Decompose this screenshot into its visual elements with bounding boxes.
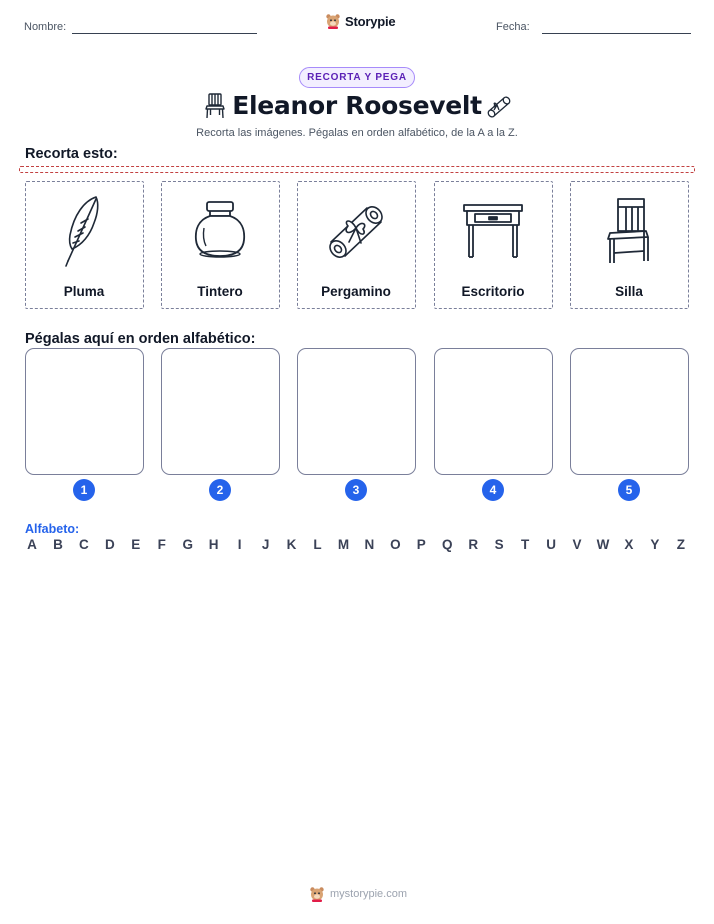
paste-section-label: Pégalas aquí en orden alfabético: (25, 331, 256, 347)
alphabet-letter: P (416, 537, 426, 552)
slot-number-badge: 1 (73, 479, 95, 501)
paste-slot-3[interactable] (297, 348, 416, 475)
alphabet-letter: X (624, 537, 634, 552)
desk-icon (463, 204, 523, 258)
alphabet-letter: H (208, 537, 219, 552)
alphabet-letter: E (131, 537, 141, 552)
alphabet-letter: T (520, 537, 530, 552)
alphabet-letter: N (364, 537, 375, 552)
alphabet-row: A B C D E F G H I J K L M N O P Q R S T … (25, 537, 688, 552)
alphabet-letter: B (53, 537, 63, 552)
card-label: Tintero (197, 284, 243, 299)
alphabet-letter: A (27, 537, 37, 552)
footer: mystorypie.com (309, 886, 407, 902)
chair-icon (607, 198, 649, 263)
alphabet-letter: J (261, 537, 270, 552)
paste-slot-1[interactable] (25, 348, 144, 475)
alphabet-letter: Y (650, 537, 660, 552)
page-title: Eleanor Roosevelt (232, 91, 482, 120)
bear-mascot-icon (310, 887, 324, 902)
alphabet-letter: Z (676, 537, 685, 552)
alphabet-letter: L (313, 537, 322, 552)
cutout-card-escritorio[interactable]: Escritorio (434, 181, 553, 309)
name-line[interactable] (72, 33, 257, 34)
alphabet-letter: C (79, 537, 89, 552)
footer-url[interactable]: mystorypie.com (330, 888, 408, 900)
card-label: Pluma (63, 284, 105, 299)
scroll-icon (329, 206, 383, 258)
alphabet-letter: R (468, 537, 479, 552)
slot-number-badge: 2 (209, 479, 231, 501)
bear-mascot-icon (326, 14, 340, 29)
brand-name: Storypie (345, 13, 396, 29)
card-label: Pergamino (321, 284, 391, 299)
alphabet-letter: W (596, 537, 610, 552)
alphabet-letter: U (546, 537, 556, 552)
name-label: Nombre: (24, 21, 67, 33)
slot-number-badge: 4 (482, 479, 504, 501)
alphabet-label: Alfabeto: (25, 522, 80, 536)
cut-section-label: Recorta esto: (25, 146, 118, 162)
cutout-card-pergamino[interactable]: Pergamino (297, 181, 416, 309)
alphabet-letter: O (390, 537, 401, 552)
alphabet-letter: Q (441, 537, 453, 552)
date-line[interactable] (542, 33, 691, 34)
alphabet-letter: K (286, 537, 297, 552)
paste-slot-5[interactable] (570, 348, 689, 475)
card-label: Silla (615, 284, 643, 299)
paste-slot-4[interactable] (434, 348, 553, 475)
alphabet-letter: I (237, 537, 242, 552)
alphabet-letter: M (337, 537, 350, 552)
slot-number-badge: 3 (345, 479, 367, 501)
alphabet-letter: F (157, 537, 166, 552)
chair-icon (205, 93, 225, 119)
alphabet-letter: S (494, 537, 504, 552)
paste-slot-2[interactable] (161, 348, 280, 475)
inkwell-icon (194, 201, 246, 258)
scroll-icon (487, 96, 511, 118)
alphabet-letter: G (182, 537, 193, 552)
alphabet-letter: D (104, 537, 115, 552)
cut-line (19, 166, 695, 173)
cutout-card-pluma[interactable]: Pluma (25, 181, 144, 309)
date-label: Fecha: (496, 21, 530, 33)
alphabet-letter: V (572, 537, 582, 552)
feather-quill-icon (65, 196, 99, 267)
brand-logo: Storypie (325, 13, 396, 29)
card-label: Escritorio (461, 284, 525, 299)
slot-number-badge: 5 (618, 479, 640, 501)
activity-badge: RECORTA Y PEGA (299, 67, 415, 88)
cutout-card-tintero[interactable]: Tintero (161, 181, 280, 309)
cutout-card-silla[interactable]: Silla (570, 181, 689, 309)
instructions: Recorta las imágenes. Pégalas en orden a… (196, 127, 518, 139)
